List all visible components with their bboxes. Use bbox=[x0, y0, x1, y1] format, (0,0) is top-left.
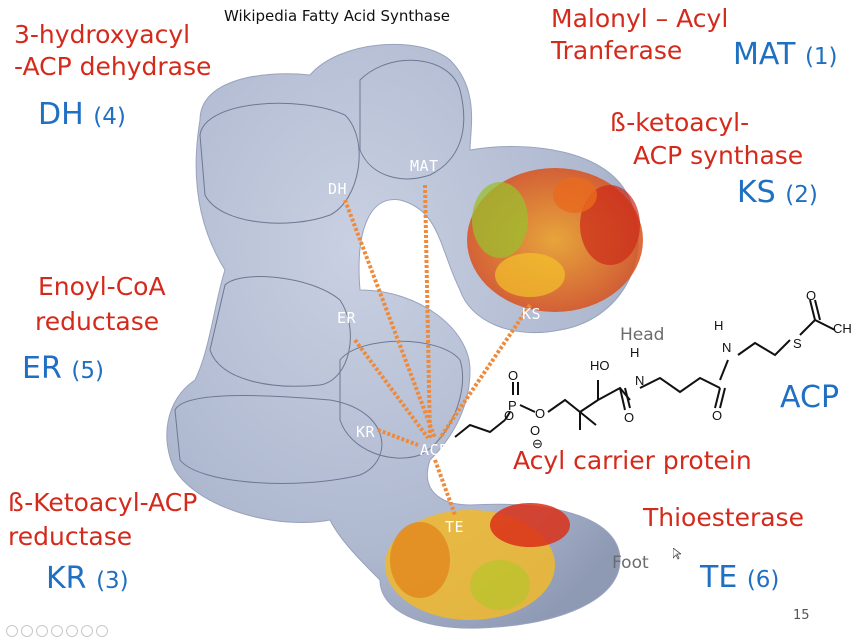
kr-step: (3) bbox=[96, 568, 129, 594]
domain-label-er: ER bbox=[337, 309, 357, 327]
er-name-line1: Enoyl-CoA bbox=[38, 272, 166, 301]
kr-name-line1: ß-Ketoacyl-ACP bbox=[8, 488, 198, 517]
atom-o-minus: O bbox=[530, 423, 540, 438]
atom-h-1: H bbox=[630, 345, 639, 360]
atom-o-6: O bbox=[806, 288, 816, 303]
domain-label-ks: KS bbox=[522, 305, 542, 323]
atom-s: S bbox=[793, 336, 802, 351]
mat-step: (1) bbox=[804, 44, 838, 70]
subtitles-icon[interactable] bbox=[81, 625, 93, 637]
dh-abbr-label: DH (4) bbox=[38, 98, 126, 134]
acp-name: Acyl carrier protein bbox=[513, 446, 752, 475]
te-protein-cartoon bbox=[385, 503, 570, 620]
atom-ch: CH bbox=[833, 321, 852, 336]
ks-step: (2) bbox=[785, 182, 818, 208]
domain-label-kr: KR bbox=[356, 423, 376, 441]
ks-name-line2: ACP synthase bbox=[633, 141, 804, 170]
ks-abbr-label: KS (2) bbox=[737, 176, 818, 212]
dh-step: (4) bbox=[93, 104, 126, 130]
domain-label-mat: MAT bbox=[410, 157, 439, 175]
domain-label-acp: ACP bbox=[420, 441, 449, 459]
next-slide-icon[interactable] bbox=[21, 625, 33, 637]
ks-name-line1: ß-ketoacyl- bbox=[610, 108, 750, 137]
pen-tool-icon[interactable] bbox=[36, 625, 48, 637]
slideshow-nav-controls bbox=[6, 625, 108, 637]
dh-name-line2: -ACP dehydrase bbox=[14, 52, 212, 81]
kr-abbr-label: KR (3) bbox=[46, 562, 129, 598]
ks-protein-cartoon bbox=[467, 168, 643, 312]
domain-label-dh: DH bbox=[328, 180, 348, 198]
atom-p: P bbox=[508, 398, 517, 413]
foot-label: Foot bbox=[612, 553, 649, 573]
slide-caption: Wikipedia Fatty Acid Synthase bbox=[224, 7, 451, 25]
mat-abbr-label: MAT (1) bbox=[733, 38, 838, 74]
atom-o-1: O bbox=[504, 408, 514, 423]
atom-n-2: N bbox=[722, 340, 731, 355]
see-all-slides-icon[interactable] bbox=[51, 625, 63, 637]
mat-abbr: MAT bbox=[733, 37, 796, 72]
atom-o-4: O bbox=[624, 410, 634, 425]
te-abbr-label: TE (6) bbox=[700, 561, 779, 597]
te-step: (6) bbox=[746, 567, 780, 593]
er-name-line2: reductase bbox=[35, 307, 160, 336]
zoom-icon[interactable] bbox=[66, 625, 78, 637]
mat-name-line2: Tranferase bbox=[551, 36, 683, 65]
previous-slide-icon[interactable] bbox=[6, 625, 18, 637]
more-options-icon[interactable] bbox=[96, 625, 108, 637]
domain-label-te: TE bbox=[445, 518, 465, 536]
atom-o-2: O bbox=[508, 368, 518, 383]
atom-ho: HO bbox=[590, 358, 610, 373]
atom-o-3: O bbox=[535, 406, 545, 421]
atom-o-5: O bbox=[712, 408, 722, 423]
acp-prosthetic-group-structure bbox=[454, 299, 836, 438]
er-abbr-label: ER (5) bbox=[22, 352, 104, 388]
acp-linkers bbox=[343, 184, 532, 516]
acp-structure-atoms: O O P O ⊖ O HO O H N O H N S O CH bbox=[504, 288, 852, 451]
kr-name-line2: reductase bbox=[8, 522, 133, 551]
atom-n-1: N bbox=[635, 373, 644, 388]
mat-name-line1: Malonyl – Acyl bbox=[551, 4, 729, 33]
te-name: Thioesterase bbox=[643, 503, 804, 532]
dh-abbr: DH bbox=[38, 97, 84, 132]
atom-minus: ⊖ bbox=[532, 436, 543, 451]
mouse-cursor-icon bbox=[673, 548, 681, 560]
atom-h-2: H bbox=[714, 318, 723, 333]
kr-abbr: KR bbox=[46, 561, 87, 596]
dh-name-line1: 3-hydroxyacyl bbox=[14, 20, 191, 49]
te-abbr: TE bbox=[700, 560, 738, 595]
ks-abbr: KS bbox=[737, 175, 776, 210]
er-abbr: ER bbox=[22, 351, 62, 386]
page-number: 15 bbox=[793, 608, 810, 623]
head-label: Head bbox=[620, 325, 665, 345]
er-step: (5) bbox=[71, 358, 104, 384]
acp-abbr: ACP bbox=[780, 380, 840, 415]
